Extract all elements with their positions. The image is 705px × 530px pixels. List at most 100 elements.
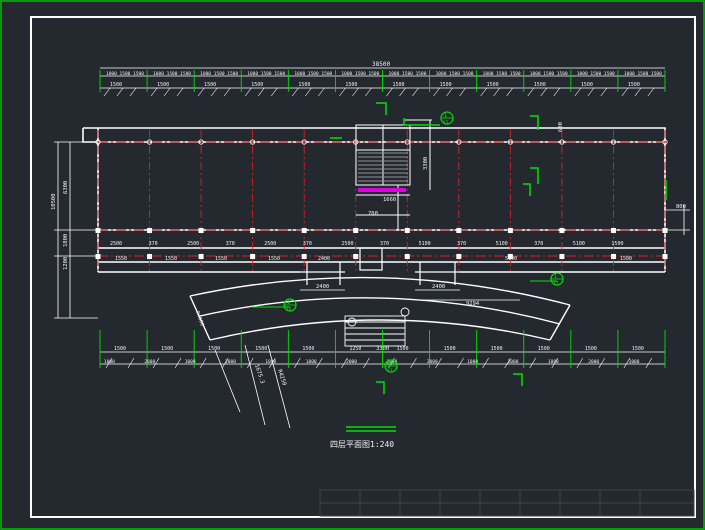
- top-slash: [647, 87, 655, 97]
- top-dimension-sub: 1000 1500 1500: [294, 71, 332, 77]
- callout-4: 12 13: [384, 359, 398, 374]
- top-slash: [223, 87, 231, 97]
- bottom-slash: [294, 357, 301, 369]
- corridor-dim-label: 5100: [496, 241, 508, 247]
- top-dimension-sub: 1000 1500 1500: [389, 71, 427, 77]
- callout-1-num: 1: [287, 300, 290, 306]
- top-slash: [621, 87, 629, 97]
- bottom-sub-label: 1000: [265, 359, 276, 365]
- top-slash: [210, 87, 218, 97]
- top-dimension-sub: 1000 1500 1500: [530, 71, 568, 77]
- bottom-dimension-label: 1500: [397, 346, 409, 352]
- window-dim-label: 1550: [268, 256, 280, 262]
- lower-dim-b: 2400: [432, 284, 445, 290]
- bottom-sub-label: 1000: [185, 359, 196, 365]
- top-dimension-sub: 1000 1500 1500: [153, 71, 191, 77]
- top-slash: [305, 87, 312, 97]
- column: [353, 254, 359, 259]
- callout-3-sheet: 15: [443, 120, 449, 126]
- top-overall-dimension: 38500: [372, 61, 390, 68]
- window-dim-label: 2400: [318, 256, 330, 262]
- stair-landing: [358, 188, 406, 192]
- column: [301, 254, 307, 259]
- top-dimension-label: 1500: [393, 82, 405, 88]
- top-slash: [433, 87, 440, 97]
- callout-3-num: 1: [444, 113, 447, 119]
- bottom-slash: [551, 357, 559, 369]
- column: [95, 254, 101, 259]
- corridor-dim-label: 370: [380, 241, 389, 247]
- bottom-sub-label: 1000: [548, 359, 559, 365]
- column-top: [559, 139, 565, 145]
- arc-radius-2: R4250: [276, 369, 287, 387]
- left-mid-dimension: 1800: [63, 234, 69, 247]
- top-dimension-sub: 1000 1500 1500: [483, 71, 521, 77]
- column: [507, 228, 513, 233]
- corridor-dim-label: 1500: [611, 241, 623, 247]
- column-top: [404, 139, 410, 145]
- corridor-dim-label: 2500: [264, 241, 276, 247]
- corridor-dim-label: 370: [457, 241, 466, 247]
- entrance-steps: [344, 307, 410, 347]
- bottom-dimension-label: 1500: [491, 346, 503, 352]
- top-slash: [116, 87, 124, 97]
- top-dimension-label: 1500: [157, 82, 169, 88]
- column-top: [456, 139, 462, 145]
- bottom-slash: [482, 357, 489, 369]
- stair-width: 700: [368, 211, 378, 217]
- bottom-slash: [152, 357, 160, 369]
- top-slash: [574, 87, 582, 97]
- top-slash: [600, 87, 608, 97]
- stair-dimension: 1660: [383, 197, 396, 203]
- bottom-sub-label: 2000: [427, 359, 438, 365]
- columns: [95, 139, 668, 259]
- bottom-slash: [174, 357, 182, 369]
- column: [301, 228, 307, 233]
- top-slash: [527, 87, 534, 97]
- bottom-slash: [268, 357, 276, 369]
- green-marks: [330, 102, 667, 432]
- column: [250, 228, 256, 233]
- column: [404, 254, 410, 259]
- arc-chord: 9294: [466, 301, 480, 307]
- stair-height: 3300: [423, 157, 429, 170]
- right-side-lines: [665, 205, 690, 235]
- bottom-sub-label: 1000: [387, 359, 398, 365]
- corridor-dim-label: 370: [534, 241, 543, 247]
- top-dimension-sub: 1000 1500 1500: [624, 71, 662, 77]
- window-dim-label: 1550: [165, 256, 177, 262]
- grid-axes: [98, 141, 665, 257]
- top-slash: [587, 87, 595, 97]
- corridor-dim-label: 2500: [110, 241, 122, 247]
- top-slash: [258, 87, 265, 97]
- bottom-slash: [504, 357, 511, 369]
- top-dimension-label: 1500: [534, 82, 546, 88]
- corridor-dim-label: 2500: [341, 241, 353, 247]
- bottom-sub-label: 1000: [629, 359, 640, 365]
- callout-1: 1 16: [252, 298, 297, 313]
- callout-2-num: 1: [554, 274, 557, 280]
- bottom-slash: [246, 357, 254, 369]
- column: [456, 254, 462, 259]
- top-dimension-label: 1500: [298, 82, 310, 88]
- top-slash: [412, 87, 419, 97]
- top-dimension-sub: 1000 1500 1500: [106, 71, 144, 77]
- column: [198, 228, 204, 233]
- top-slash: [459, 87, 466, 97]
- bottom-dimension-label: 1500: [444, 346, 456, 352]
- drawing-title: 四层平面图1:240: [330, 440, 394, 449]
- bottom-sub-label: 1000: [306, 359, 317, 365]
- top-slash: [271, 87, 278, 97]
- top-dimension-sub: 1000 1500 1500: [341, 71, 379, 77]
- bottom-slash: [316, 357, 323, 369]
- top-slash: [163, 87, 171, 97]
- arc-radius-lines: [214, 344, 291, 429]
- column: [147, 254, 153, 259]
- bottom-slash: [410, 357, 417, 369]
- top-dimension-sub: 1000 1500 1500: [247, 71, 285, 77]
- top-dimension-label: 1500: [251, 82, 263, 88]
- arc-radius-1: R4000: [194, 311, 205, 327]
- column: [662, 228, 668, 233]
